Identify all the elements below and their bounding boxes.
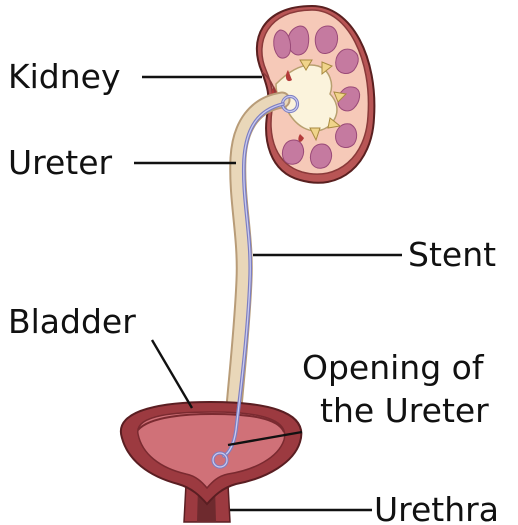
urethra-label: Urethra [374, 490, 499, 525]
kidney-label: Kidney [8, 57, 121, 96]
ureter-label: Ureter [8, 143, 113, 182]
opening-label-line1: Opening of [302, 348, 485, 387]
bladder-label: Bladder [8, 302, 136, 341]
bladder-illustration [121, 402, 301, 522]
stent-label: Stent [408, 235, 496, 274]
opening-label-line2: the Ureter [320, 391, 489, 430]
bladder-leader [152, 340, 192, 408]
